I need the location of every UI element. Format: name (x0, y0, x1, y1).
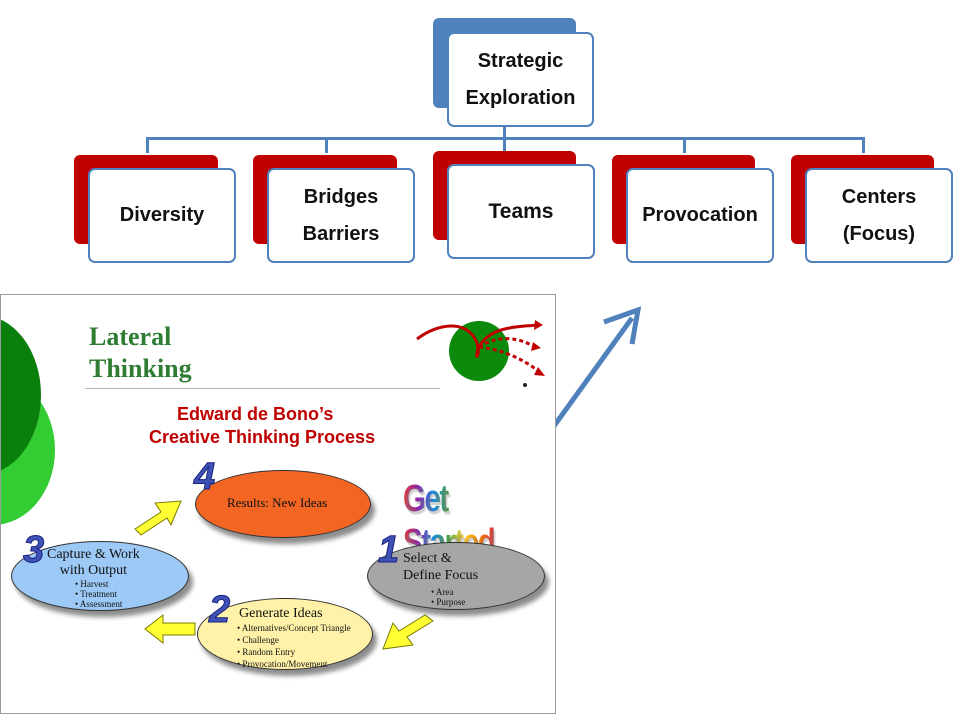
step2-ellipse (197, 598, 373, 670)
step2-bullet: • Alternatives/Concept Triangle (237, 623, 351, 633)
step1-bullet: • Purpose (431, 597, 466, 607)
connector-diversity (146, 137, 149, 153)
step2-bullet-text: Random Entry (242, 647, 296, 657)
child-node-label: Diversity (119, 204, 205, 226)
slide-heading-line2: Creative Thinking Process (149, 427, 376, 447)
connector-provocation (683, 137, 686, 153)
step3-bullet-text: Harvest (80, 579, 109, 589)
connector-bridges (325, 137, 328, 153)
step3-number: 3 (22, 529, 45, 571)
step1-bullet: • Area (431, 587, 454, 597)
step4-ellipse (195, 470, 371, 538)
child-node-centers[interactable]: Centers (Focus) (805, 168, 953, 263)
slide-heading-line1: Edward de Bono’s (177, 404, 334, 424)
step2-bullet-text: Challenge (242, 635, 279, 645)
connector-root-stem (503, 124, 506, 138)
root-node[interactable]: Strategic Exploration (447, 32, 594, 127)
arrow-1-to-2-icon (382, 614, 434, 650)
step3-title: Capture & Work with Output (47, 547, 140, 578)
step1-ellipse (367, 542, 545, 610)
child-node-label: Centers (Focus) (841, 185, 917, 245)
arrow-2-to-3-icon (144, 613, 196, 645)
step3-bullet: • Harvest (75, 579, 109, 589)
step2-bullet: • Challenge (237, 635, 279, 645)
step4-number: 4 (193, 456, 216, 498)
child-node-teams[interactable]: Teams (447, 164, 595, 259)
step3-ellipse (11, 541, 189, 611)
connector-centers (862, 137, 865, 153)
step3-bullet-text: Assessment (79, 599, 123, 609)
step3-bullet: • Assessment (75, 599, 123, 609)
link-arrow (551, 306, 642, 428)
step2-bullet: • Random Entry (237, 647, 296, 657)
slide-title: Lateral Thinking (89, 322, 192, 383)
step3-bullet: • Treatment (75, 589, 117, 599)
lateral-logo-icon (416, 320, 545, 387)
step2-number: 2 (208, 589, 231, 631)
step2-bullet: • Provocation/Movement (237, 659, 328, 669)
step2-bullet-text: Provocation/Movement (242, 659, 328, 669)
child-node-label: Bridges Barriers (302, 185, 380, 245)
arrow-3-to-4-icon (134, 500, 182, 536)
step3-bullet-text: Treatment (80, 589, 117, 599)
step1-bullet-text: Purpose (436, 597, 466, 607)
step1-number: 1 (377, 529, 400, 571)
title-underline (85, 388, 440, 389)
connector-teams (503, 137, 506, 151)
root-node-label: Strategic Exploration (465, 49, 576, 109)
child-node-label: Provocation (642, 204, 758, 226)
lateral-thinking-slide: Lateral Thinking Edward de Bono’s Creati… (0, 294, 556, 714)
step1-bullet-text: Area (435, 587, 454, 597)
step1-title: Select & Define Focus (403, 551, 479, 583)
step4-title: Results: New Ideas (227, 495, 328, 510)
child-node-diversity[interactable]: Diversity (88, 168, 236, 263)
child-node-label: Teams (488, 200, 554, 223)
child-node-provocation[interactable]: Provocation (626, 168, 774, 263)
child-node-bridges-barriers[interactable]: Bridges Barriers (267, 168, 415, 263)
step2-bullet-text: Alternatives/Concept Triangle (241, 623, 351, 633)
step2-title: Generate Ideas (239, 606, 323, 621)
